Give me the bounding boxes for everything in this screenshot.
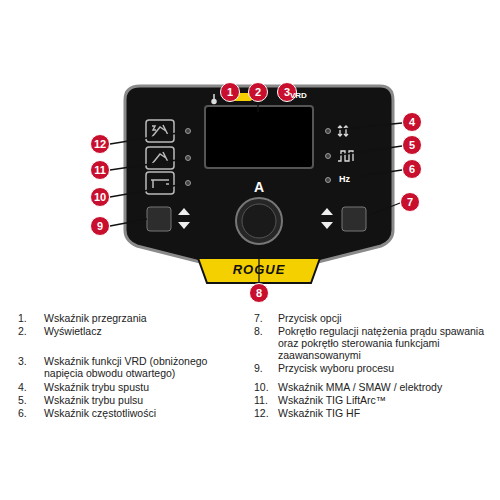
list-number: 12.	[254, 407, 278, 419]
logo-text: ROGUE	[212, 262, 306, 277]
list-number: 7.	[254, 312, 278, 324]
led	[186, 129, 191, 134]
list-text: Wskaźnik MMA / SMAW / elektrody	[278, 381, 492, 393]
list-number: 11.	[254, 394, 278, 406]
list-text: Pokrętło regulacji natężenia prądu spawa…	[278, 325, 492, 361]
list-number: 1.	[18, 312, 42, 324]
callout-text: 6	[409, 163, 415, 175]
arrow-up	[321, 208, 333, 215]
list-number: 10.	[254, 381, 278, 393]
callout-text: 12	[94, 138, 106, 150]
callout-number: 9	[90, 216, 110, 236]
process-button	[147, 207, 171, 231]
callout-number: 4	[402, 112, 422, 132]
display	[205, 106, 313, 168]
callout-number: 6	[402, 159, 422, 179]
list-number: 3.	[18, 355, 42, 367]
callout-number: 7	[400, 192, 420, 212]
led	[186, 156, 191, 161]
list-number: 2.	[18, 325, 42, 337]
list-number: 6.	[18, 407, 42, 419]
list-text: Wskaźnik funkcji VRD (obniżonego napięci…	[44, 355, 244, 379]
list-text: Wyświetlacz	[44, 325, 244, 337]
callout-number: 1	[220, 82, 240, 102]
panel-label: VRD	[290, 91, 307, 100]
callout-text: 3	[284, 86, 290, 98]
list-number: 9.	[254, 362, 278, 374]
callout-text: 7	[407, 196, 413, 208]
callout-text: 9	[97, 220, 103, 232]
arrow-down	[178, 222, 190, 229]
callout-text: 10	[94, 191, 106, 203]
pulse-icon	[338, 151, 353, 161]
list-text: Przycisk opcji	[278, 312, 492, 324]
callout-number: 8	[249, 283, 269, 303]
callout-number: 10	[90, 187, 110, 207]
callout-number: 5	[402, 135, 422, 155]
list-text: Wskaźnik TIG LiftArc™	[278, 394, 492, 406]
list-number: 4.	[18, 381, 42, 393]
callout-text: 1	[227, 86, 233, 98]
callout-number: 12	[90, 134, 110, 154]
option-button	[342, 207, 366, 231]
thermometer-icon	[212, 94, 216, 104]
control-knob	[236, 198, 282, 244]
callout-number: 11	[90, 160, 110, 180]
callout-text: 4	[409, 116, 415, 128]
callout-text: 5	[409, 139, 415, 151]
list-number: 5.	[18, 394, 42, 406]
panel-label: A	[249, 179, 269, 195]
knob-cap	[242, 204, 276, 238]
list-text: Wskaźnik TIG HF	[278, 407, 492, 419]
panel-label: Hz	[339, 174, 350, 184]
led	[186, 181, 191, 186]
list-text: Wskaźnik trybu pulsu	[44, 394, 244, 406]
list-number: 8.	[254, 325, 278, 337]
process-icons	[146, 120, 174, 194]
arrow-up	[178, 208, 190, 215]
arrow-down	[321, 222, 333, 229]
list-text: Wskaźnik częstotliwości	[44, 407, 244, 419]
callout-number: 2	[248, 82, 268, 102]
led	[326, 129, 331, 134]
list-text: Wskaźnik trybu spustu	[44, 381, 244, 393]
callout-text: 2	[255, 86, 261, 98]
led	[326, 178, 331, 183]
list-text: Wskaźnik przegrzania	[44, 312, 244, 324]
panel-housing	[125, 86, 393, 262]
trigger-icon	[338, 126, 348, 136]
leader-lines	[110, 97, 402, 283]
led	[326, 154, 331, 159]
list-text: Przycisk wyboru procesu	[278, 362, 492, 374]
callout-text: 11	[94, 164, 106, 176]
callout-text: 8	[256, 287, 262, 299]
